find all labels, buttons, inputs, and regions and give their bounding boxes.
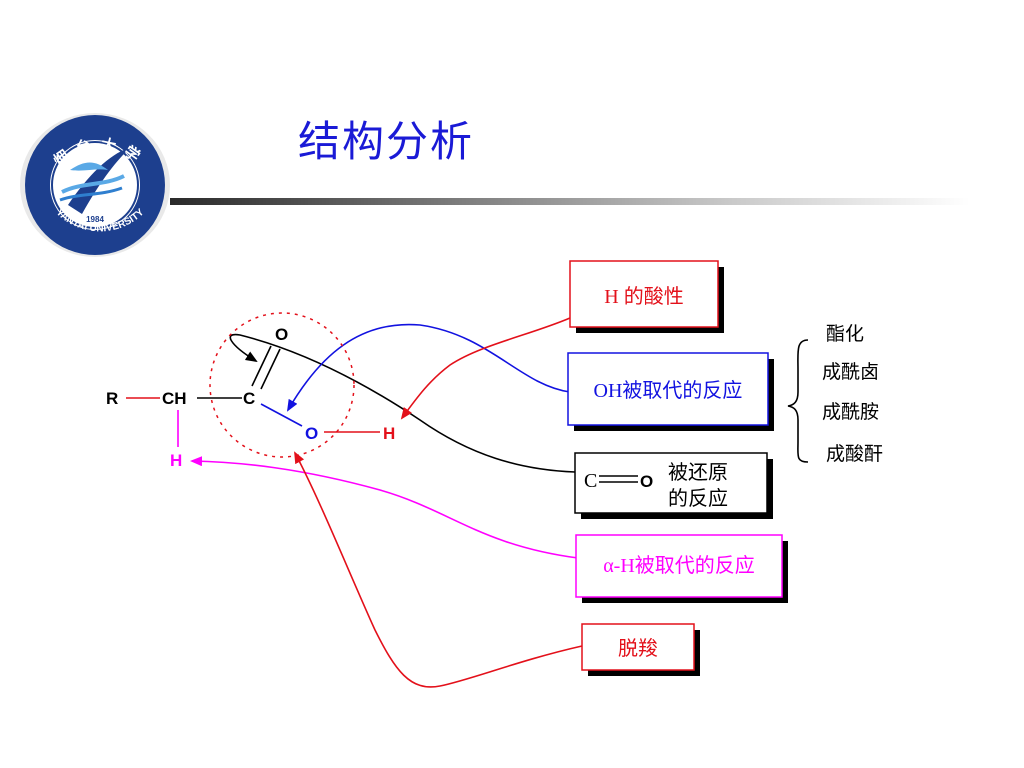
c-o-double-bond-2 — [260, 348, 281, 390]
atom-ch: CH — [162, 389, 187, 408]
atom-c: C — [243, 389, 255, 408]
c-o-double-bond-1 — [251, 345, 272, 387]
box-co-o-label: O — [640, 472, 653, 491]
product-amide: 成酰胺 — [822, 401, 879, 423]
box-decarboxylation: 脱羧 — [581, 623, 700, 676]
page-title: 结构分析 — [298, 117, 475, 166]
title-divider — [170, 198, 970, 205]
box-h-acidity-label: H 的酸性 — [604, 285, 683, 308]
h-acidity-curve — [400, 317, 571, 420]
box-co-c-label: C — [584, 470, 597, 492]
reduction-curve — [229, 333, 576, 473]
atom-o-carbonyl: O — [275, 325, 288, 344]
atom-h-hydroxyl: H — [383, 424, 395, 443]
atom-r: R — [106, 389, 118, 408]
product-brace — [787, 339, 809, 463]
box-oh-substitution-label: OH被取代的反应 — [594, 379, 743, 402]
box-alpha-h-label: α-H被取代的反应 — [603, 554, 755, 577]
oh-substitution-curve — [286, 323, 571, 412]
university-logo: 1984 烟台大学 YANTAI UNIVERSITY — [20, 113, 170, 257]
carboxyl-group-circle — [209, 312, 355, 458]
alpha-h-curve — [190, 456, 579, 559]
box-co-reduction: C O 被还原 的反应 — [574, 452, 773, 519]
decarboxylation-curve — [294, 451, 583, 688]
product-anhydride: 成酸酐 — [826, 443, 883, 465]
box-oh-substitution: OH被取代的反应 — [567, 352, 774, 431]
box-co-reduction-line1: 被还原 — [668, 461, 728, 484]
atom-h-alpha: H — [170, 451, 182, 470]
box-decarboxylation-label: 脱羧 — [618, 637, 658, 660]
product-acyl-halide: 成酰卤 — [822, 361, 879, 383]
product-esterification: 酯化 — [826, 323, 864, 345]
logo-year: 1984 — [86, 215, 104, 224]
box-co-reduction-line2: 的反应 — [668, 487, 728, 510]
box-h-acidity: H 的酸性 — [569, 260, 724, 333]
box-alpha-h: α-H被取代的反应 — [575, 534, 788, 603]
atom-o-hydroxyl: O — [305, 424, 318, 443]
c-o-single-bond — [260, 403, 303, 427]
